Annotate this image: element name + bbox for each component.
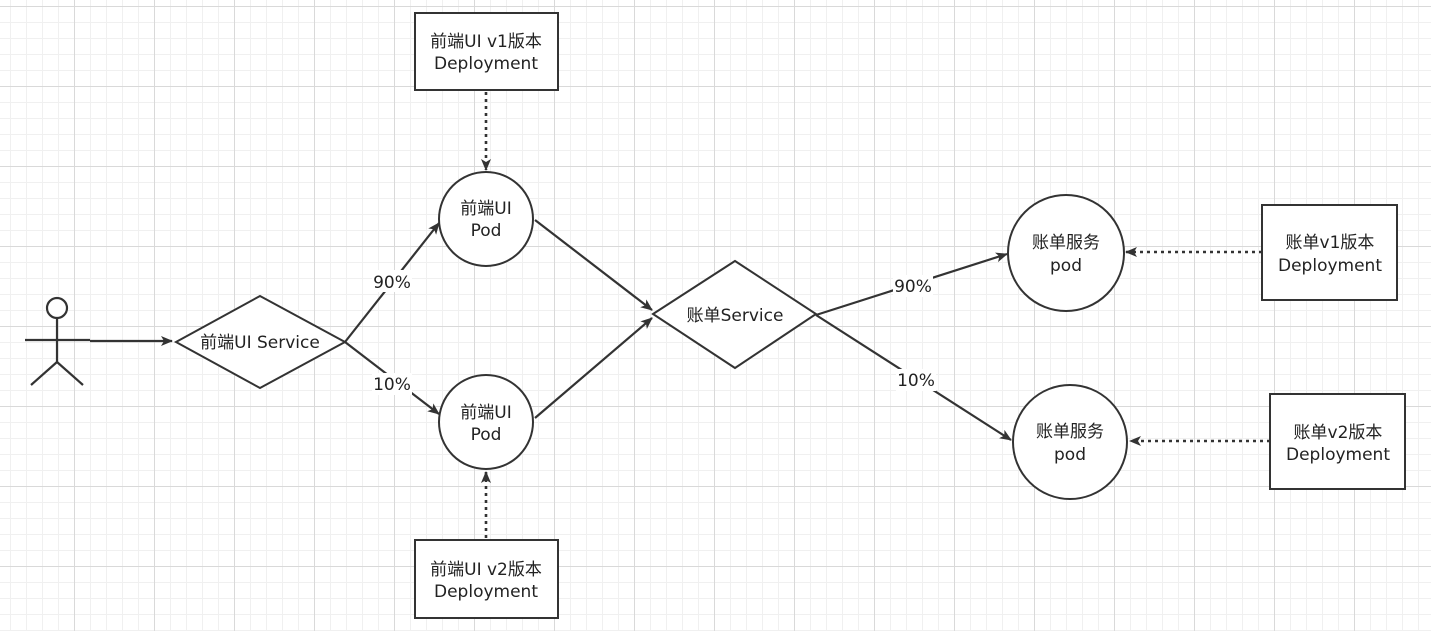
edge-label-frontend-10: 10%: [372, 373, 412, 395]
frontend-service-label: 前端UI Service: [200, 333, 320, 353]
billing-pod-v2-kind: pod: [1054, 445, 1086, 465]
svg-text:10%: 10%: [373, 375, 411, 395]
billing-pod-v1-title: 账单服务: [1032, 233, 1100, 253]
billing-pod-v1-node[interactable]: 账单服务 pod: [1007, 194, 1125, 312]
billing-pod-v1-kind: pod: [1050, 256, 1082, 276]
svg-text:90%: 90%: [894, 277, 932, 297]
billing-service-label: 账单Service: [687, 306, 784, 326]
frontend-pod-v1-title: 前端UI: [460, 199, 511, 219]
frontend-pod-v1-kind: Pod: [471, 221, 502, 241]
frontend-pod-v2-node[interactable]: 前端UI Pod: [438, 374, 534, 470]
billing-v1-deployment-node[interactable]: 账单v1版本 Deployment: [1261, 204, 1398, 301]
frontend-v1-deployment-kind: Deployment: [434, 54, 538, 74]
user-actor-icon[interactable]: [25, 296, 90, 386]
svg-text:90%: 90%: [373, 273, 411, 293]
frontend-pod-v2-kind: Pod: [471, 425, 502, 445]
billing-pod-v2-node[interactable]: 账单服务 pod: [1012, 384, 1128, 500]
billing-v2-deployment-title: 账单v2版本: [1294, 423, 1383, 443]
frontend-v2-deployment-kind: Deployment: [434, 582, 538, 602]
frontend-v1-deployment-node[interactable]: 前端UI v1版本 Deployment: [414, 12, 559, 91]
frontend-pod-v1-node[interactable]: 前端UI Pod: [438, 171, 534, 267]
frontend-service-node[interactable]: 前端UI Service: [173, 294, 348, 390]
edge-label-frontend-90: 90%: [372, 270, 412, 293]
frontend-v2-deployment-title: 前端UI v2版本: [430, 560, 542, 580]
billing-service-node[interactable]: 账单Service: [651, 259, 818, 370]
billing-v1-deployment-kind: Deployment: [1278, 256, 1382, 276]
billing-v2-deployment-node[interactable]: 账单v2版本 Deployment: [1269, 393, 1406, 490]
billing-v1-deployment-title: 账单v1版本: [1286, 233, 1375, 253]
edge-label-billing-10: 10%: [896, 369, 936, 391]
frontend-pod-v2-title: 前端UI: [460, 403, 511, 423]
frontend-v2-deployment-node[interactable]: 前端UI v2版本 Deployment: [414, 539, 559, 619]
svg-text:10%: 10%: [897, 371, 935, 391]
edge-label-billing-90: 90%: [893, 275, 933, 297]
billing-pod-v2-title: 账单服务: [1036, 422, 1104, 442]
billing-v2-deployment-kind: Deployment: [1286, 445, 1390, 465]
edge-frontend-pod-v2-to-billing-service[interactable]: [534, 317, 653, 419]
edge-frontend-pod-v1-to-billing-service[interactable]: [534, 219, 653, 311]
frontend-v1-deployment-title: 前端UI v1版本: [430, 32, 542, 52]
